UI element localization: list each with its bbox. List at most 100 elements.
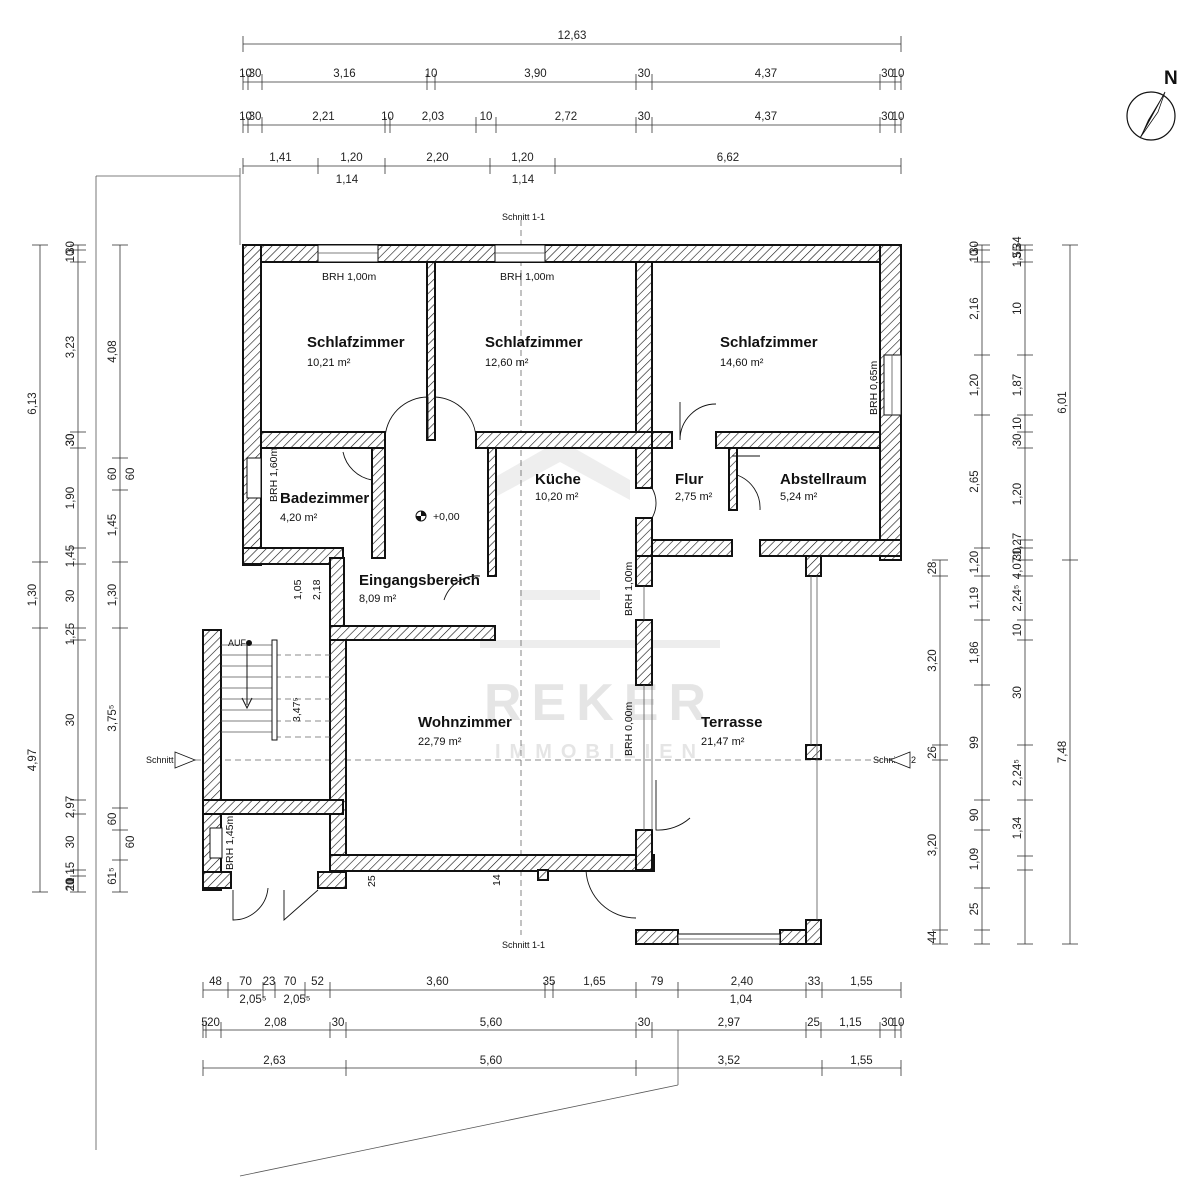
left-inner-dim: 60 [107,813,119,826]
right-b-dim: 10 [969,250,981,263]
bottom-row1-dim: 23 [263,976,276,988]
top-row3-dim: 30 [249,111,262,123]
top-row2-dim: 30 [249,68,262,80]
doors [232,396,761,921]
top-row3-dim: 10 [892,111,905,123]
right-c-dim: 10 [1012,417,1024,430]
bottom-row1-dim: 79 [651,976,664,988]
room-kueche-area: 10,20 m² [535,491,579,503]
bottom-row2-dim: 5,60 [480,1017,502,1029]
left-inner-dim: 60 [125,836,137,849]
right-c-dim: 1,34 [1012,816,1024,839]
right-c-dim: 2,24⁵ [1012,584,1024,611]
left-outer-dim: 1,30 [27,584,39,606]
top-row2-dim: 30 [638,68,651,80]
left-mid-dim: 10 [65,878,77,891]
misc-dim-14: 14 [491,874,503,886]
top-row3-dim: 2,21 [312,111,334,123]
right-c-dim: 1,55 [1012,245,1024,267]
left-mid-dim: 30 [65,241,77,254]
right-c-dim: 30 [1012,434,1024,447]
right-b-dim: 1,86 [969,641,981,663]
windows [209,244,902,945]
top-row3-dim: 2,03 [422,111,444,123]
bottom-row1-dim: 70 [284,976,297,988]
section-2-left-label: Schnitt 2-2 [146,755,189,765]
room-wohnzimmer-area: 22,79 m² [418,736,462,748]
top-row4-sub-dim: 1,14 [336,174,359,186]
room-eingangsbereich-area: 8,09 m² [359,593,397,605]
top-row2-dim: 10 [892,68,905,80]
right-b-dim: 2,16 [969,297,981,319]
left-mid-dim: 2,97 [65,796,77,818]
top-row2-dim: 30 [881,68,894,80]
right-a-dim: 3,20 [927,834,939,856]
right-b-dim: 25 [969,903,981,916]
bottom-row2-dim: 2,97 [718,1017,740,1029]
bottom-row1-dim: 48 [209,976,222,988]
top-row4-dim: 6,62 [717,152,739,164]
right-c-dim: 4,07 [1012,557,1024,579]
rooms: Schlafzimmer 10,21 m² Schlafzimmer 12,60… [280,334,867,748]
bottom-row2-dim: 1,15 [839,1017,861,1029]
section-1-top-label: Schnitt 1-1 [502,212,545,222]
left-inner-dim: 4,08 [107,340,119,362]
room-abstellraum-name: Abstellraum [780,471,867,488]
left-mid-dim: 30 [65,434,77,447]
right-c-dim: 2,24⁵ [1012,759,1024,786]
left-mid-dim: 3,23 [65,336,77,358]
bottom-row1-dim: 52 [311,976,324,988]
room-terrasse-area: 21,47 m² [701,736,745,748]
left-mid-dim: 30 [65,590,77,603]
walls [202,244,902,945]
right-b-dim: 1,09 [969,848,981,870]
bottom-row2-dim: 30 [332,1017,345,1029]
right-a-dim: 26 [927,746,939,759]
bottom-row1-dim: 2,40 [731,976,753,988]
right-b-dim: 99 [969,736,981,749]
bottom-row2-dim: 20 [207,1017,220,1029]
right-b-dim: 2,65 [969,470,981,492]
bottom-row3-dim: 3,52 [718,1055,740,1067]
right-b-dim: 1,20 [969,374,981,396]
level-label: +0,00 [433,511,460,523]
top-row3-dim: 30 [638,111,651,123]
bottom-row2-dim: 2,08 [264,1017,286,1029]
left-outer-dim: 4,97 [27,749,39,771]
left-mid-dim: 10 [65,250,77,263]
left-inner-dim: 60 [125,468,137,481]
left-outer-dim: 6,13 [27,392,39,414]
brh-stair-window: BRH 1,45m [224,815,236,870]
right-c-dim: 1,87 [1012,374,1024,396]
right-c-dim: 1,20 [1012,483,1024,505]
top-row2-dim: 10 [425,68,438,80]
bottom-row2-dim: 25 [807,1017,820,1029]
bottom-row1-dim: 3,60 [426,976,448,988]
level-marker: +0,00 [415,510,460,523]
left-mid-dim: 1,45 [65,545,77,567]
right-d-dim: 6,01 [1057,391,1069,413]
room-flur-name: Flur [675,471,703,488]
room-schlafzimmer-1-area: 10,21 m² [307,357,351,369]
eingang-dim-2: 2,18 [311,579,323,600]
bottom-row2-dim: 10 [892,1017,905,1029]
brh-kitchen: BRH 1,00m [623,561,635,616]
bottom-row1-dim: 33 [808,976,821,988]
right-c-dim: 30 [1012,548,1024,561]
brh-bedroom-2: BRH 1,00m [500,271,555,283]
left-mid-dim: 1,45 [107,514,119,536]
room-schlafzimmer-1-name: Schlafzimmer [307,334,405,351]
bottom-row1-dim: 1,65 [583,976,605,988]
left-mid-dim: 1,25 [65,623,77,645]
top-row3-dim: 2,72 [555,111,577,123]
right-c-dim: 30 [1012,686,1024,699]
north-label: N [1164,68,1178,89]
top-row4-dim: 2,20 [426,152,448,164]
left-inner-dim: 60 [107,468,119,481]
brh-bedroom-1: BRH 1,00m [322,271,377,283]
room-schlafzimmer-3-name: Schlafzimmer [720,334,818,351]
right-d-dim: 7,48 [1057,741,1069,763]
north-arrow: N [1126,68,1178,141]
